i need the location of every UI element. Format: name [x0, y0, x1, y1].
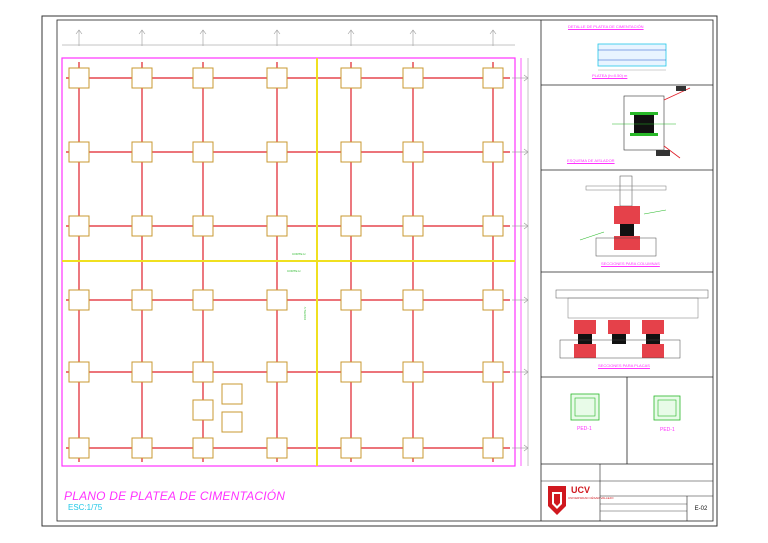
column-section-detail — [579, 175, 667, 257]
pedestal — [340, 437, 362, 459]
pedestal — [192, 215, 214, 237]
detail-1-title: DETALLE DE PLATEA DE CIMENTACIÓN — [568, 24, 644, 29]
detail-4-title: SECCIONES PARA PLACAS — [598, 363, 650, 368]
pedestal — [340, 361, 362, 383]
pedestal — [68, 215, 90, 237]
pedestal — [340, 289, 362, 311]
axis-markers-right — [512, 74, 529, 452]
pedestal — [266, 141, 288, 163]
ucv-logo-text: UCV — [571, 485, 591, 495]
pedestal-section-detail — [570, 393, 681, 421]
pedestal — [192, 289, 214, 311]
sheet-code: E-02 — [694, 506, 708, 512]
sheet-border-inner — [56, 19, 714, 522]
pedestal — [266, 361, 288, 383]
axis-markers-top — [75, 29, 497, 46]
pedestal — [482, 437, 504, 459]
detail-3-title: SECCIONES PARA COLUMNAS — [601, 261, 660, 266]
axis-label-h2: CORTE H — [287, 269, 300, 273]
axis-label-v: CORTE V — [303, 307, 307, 320]
wall-section-detail — [555, 289, 709, 359]
pedestal — [266, 67, 288, 89]
pedestal — [192, 361, 214, 383]
sheet-border-outer — [41, 15, 718, 527]
pedestal — [402, 141, 424, 163]
pedestal — [131, 215, 153, 237]
pedestal — [340, 67, 362, 89]
pedestal — [402, 437, 424, 459]
pedestal — [131, 361, 153, 383]
pedestal — [192, 437, 214, 459]
ucv-logo-subtext: UNIVERSIDAD CÉSAR VALLEJO — [568, 496, 614, 500]
title-block — [541, 464, 713, 521]
detail-2-title: ESQUEMA DE AISLADOR — [567, 158, 615, 163]
pedestal-stair — [221, 383, 243, 405]
pedestal — [68, 289, 90, 311]
pedestal — [131, 67, 153, 89]
pedestal — [131, 141, 153, 163]
detail-panels: PED-1 PED-1 — [541, 43, 713, 521]
foundation-plan: CORTE H CORTE V CORTE H — [61, 29, 529, 467]
pedestal — [192, 67, 214, 89]
pedestal — [266, 437, 288, 459]
pedestal — [340, 215, 362, 237]
pedestal — [68, 437, 90, 459]
slab-section-detail — [597, 43, 667, 71]
pedestal — [131, 437, 153, 459]
plan-title: PLANO DE PLATEA DE CIMENTACIÓN — [64, 489, 286, 503]
pedestal-label-a: PED-1 — [577, 426, 592, 432]
pedestal — [402, 67, 424, 89]
pedestal — [68, 141, 90, 163]
pedestal — [266, 289, 288, 311]
pedestal — [482, 141, 504, 163]
pedestal-group — [68, 67, 504, 459]
pedestal — [192, 141, 214, 163]
pedestal — [482, 289, 504, 311]
axis-label-h: CORTE H — [292, 252, 305, 256]
pedestal — [402, 215, 424, 237]
pedestal — [482, 361, 504, 383]
pedestal — [131, 289, 153, 311]
pedestal-stair — [192, 399, 214, 421]
pedestal-stair — [221, 411, 243, 433]
pedestal — [402, 361, 424, 383]
pedestal-label-b: PED-1 — [660, 427, 675, 433]
pedestal — [68, 67, 90, 89]
pedestal — [482, 67, 504, 89]
pedestal — [482, 215, 504, 237]
detail-1-subtitle: PLATEA (h=0.50) m — [592, 73, 628, 78]
isolator-scheme-detail — [612, 86, 691, 159]
pedestal — [340, 141, 362, 163]
pedestal — [266, 215, 288, 237]
pedestal — [402, 289, 424, 311]
plan-scale: ESC:1/75 — [68, 503, 103, 512]
pedestal — [68, 361, 90, 383]
